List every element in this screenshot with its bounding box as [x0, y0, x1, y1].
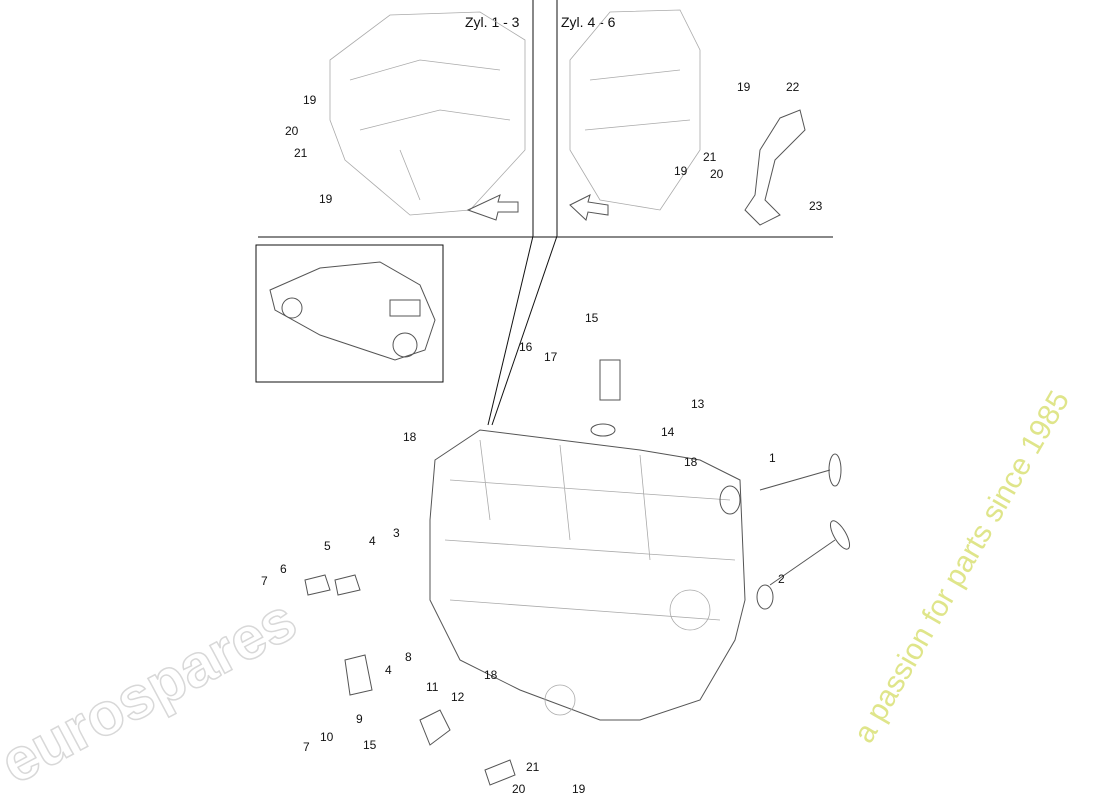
callout-6: 6: [280, 562, 287, 576]
callout-21: 21: [526, 760, 540, 774]
callout-20: 20: [512, 782, 526, 796]
leader-line: [491, 235, 558, 426]
callout-8: 8: [405, 650, 412, 664]
callout-19: 19: [303, 93, 317, 107]
callout-19: 19: [674, 164, 688, 178]
intake-valve: [759, 469, 831, 491]
cylinder-label-1-3: Zyl. 1 - 3: [465, 14, 520, 30]
actuator: [419, 709, 451, 746]
callout-21: 21: [294, 146, 308, 160]
valve-spring: [344, 654, 373, 696]
arrow-icon: [569, 194, 609, 221]
watermark-tagline: a passion for parts since 1985: [847, 385, 1076, 748]
callout-18: 18: [403, 430, 417, 444]
valve-parts: [304, 359, 851, 786]
callout-21: 21: [703, 150, 717, 164]
callout-3: 3: [393, 526, 400, 540]
engine-block-cyl-4-6: [569, 9, 806, 226]
callout-1: 1: [769, 451, 776, 465]
exhaust-valve: [769, 539, 836, 586]
callout-22: 22: [786, 80, 800, 94]
watermark: eurospares a passion for parts since 198…: [0, 385, 1076, 797]
control-valve: [484, 759, 516, 786]
callout-10: 10: [320, 730, 334, 744]
callout-12: 12: [451, 690, 465, 704]
cylinder-label-4-6: Zyl. 4 - 6: [561, 14, 616, 30]
callout-19: 19: [737, 80, 751, 94]
valve-spring: [304, 574, 361, 596]
callout-19: 19: [572, 782, 586, 796]
callout-15: 15: [363, 738, 377, 752]
callout-15: 15: [585, 311, 599, 325]
callout-23: 23: [809, 199, 823, 213]
solenoid-valve: [599, 359, 621, 401]
leader-line: [487, 235, 534, 426]
callout-4: 4: [369, 534, 376, 548]
callout-7: 7: [303, 740, 310, 754]
callout-7: 7: [261, 574, 268, 588]
callout-14: 14: [661, 425, 675, 439]
callout-17: 17: [544, 350, 558, 364]
callout-2: 2: [778, 572, 785, 586]
callout-19: 19: [319, 192, 333, 206]
callout-11: 11: [426, 680, 439, 694]
callout-16: 16: [519, 340, 533, 354]
callout-9: 9: [356, 712, 363, 726]
engine-block-cyl-1-3: [329, 11, 526, 221]
callout-18: 18: [684, 455, 698, 469]
bracket-part: [744, 109, 806, 226]
callout-20: 20: [285, 124, 299, 138]
cylinder-head: [429, 429, 746, 721]
watermark-brand: eurospares: [0, 585, 307, 796]
callout-20: 20: [710, 167, 724, 181]
callout-5: 5: [324, 539, 331, 553]
arrow-icon: [466, 194, 519, 221]
callout-4: 4: [385, 663, 392, 677]
vehicle-inset: [255, 244, 444, 383]
callout-13: 13: [691, 397, 705, 411]
callout-18: 18: [484, 668, 498, 682]
